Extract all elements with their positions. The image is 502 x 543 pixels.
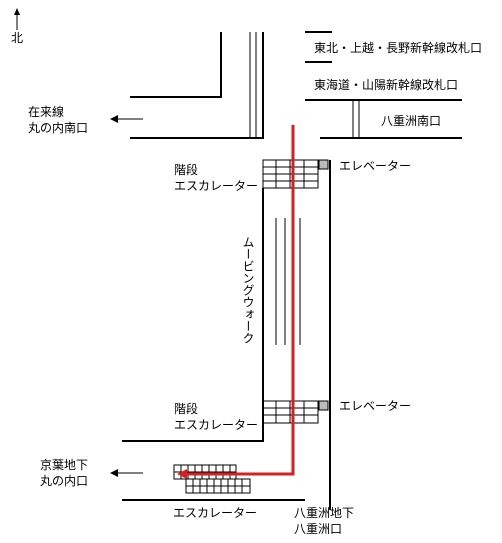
stairs-top-label-1: 階段 <box>174 163 199 177</box>
exit-arrow-zairai-icon <box>110 115 143 123</box>
exit-yaesu-south-label: 八重洲南口 <box>381 114 442 128</box>
gate-tokaido-label: 東海道・山陽新幹線改札口 <box>314 78 459 92</box>
right-top-walls <box>305 31 462 139</box>
elevator-top-label: エレベーター <box>339 159 412 173</box>
stairs-top-label-2: エスカレーター <box>174 179 259 193</box>
exit-yaesu-under-label-2: 八重洲口 <box>294 522 343 536</box>
elevator-bottom-icon <box>318 400 329 411</box>
stairs-escalator-bottom <box>262 400 319 424</box>
north-arrow-icon <box>14 8 20 30</box>
exit-keiyo-label-1: 京葉地下 <box>40 458 89 472</box>
stairs-bottom-label-2: エスカレーター <box>174 418 259 432</box>
north-label: 北 <box>11 31 24 45</box>
yaesu-south-passage <box>352 100 360 138</box>
exit-zairai-label-1: 在来線 <box>28 105 65 119</box>
exit-yaesu-under-label-1: 八重洲地下 <box>294 506 355 520</box>
stairs-escalator-top <box>262 159 319 189</box>
upper-left-walls <box>130 32 264 139</box>
elevator-bottom-label: エレベーター <box>339 399 412 413</box>
central-corridor <box>122 160 331 510</box>
exit-zairai-label-2: 丸の内南口 <box>28 121 89 135</box>
exit-arrow-keiyo-icon <box>110 469 143 477</box>
elevator-top-icon <box>318 159 329 170</box>
route-line <box>177 125 295 479</box>
stairs-bottom-label-1: 階段 <box>174 402 199 416</box>
gate-tohoku-label: 東北・上越・長野新幹線改札口 <box>314 41 483 55</box>
corridor-lines <box>249 32 257 138</box>
moving-walk-lanes <box>275 218 301 345</box>
exit-keiyo-label-2: 丸の内口 <box>40 474 89 488</box>
escalator-grid-bottom <box>173 464 251 494</box>
escalator-bottom-label: エスカレーター <box>173 506 258 520</box>
moving-walk-label: ムービングウォーク <box>241 236 255 344</box>
